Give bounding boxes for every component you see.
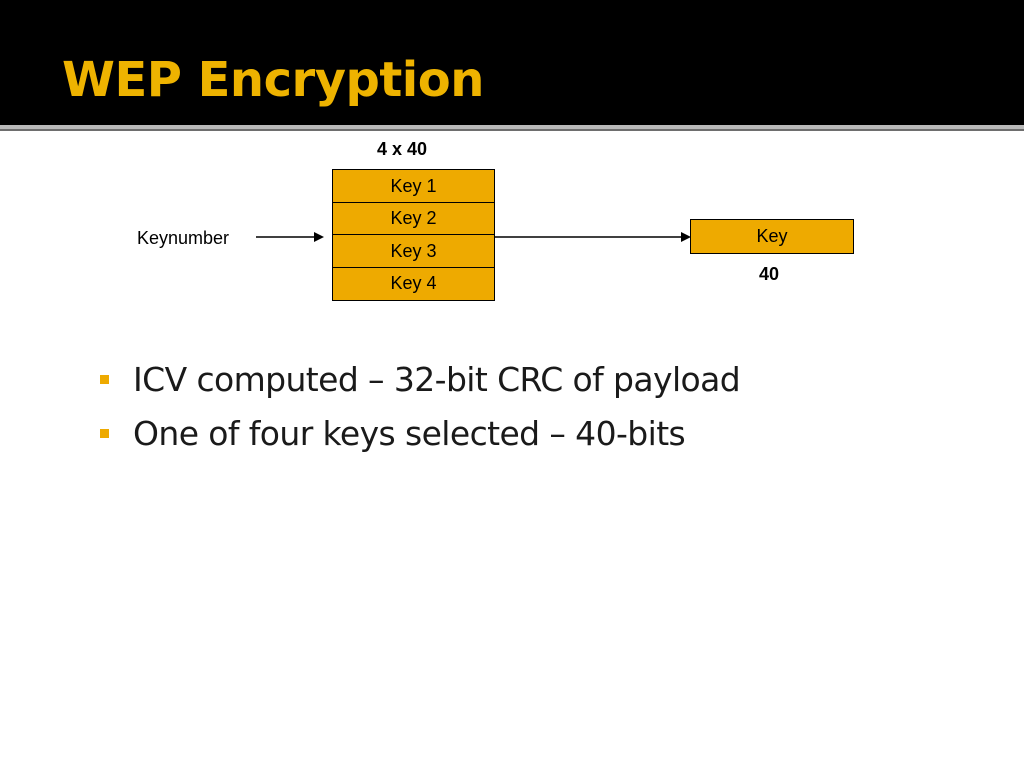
square-bullet-icon [100, 428, 109, 438]
title-rule [0, 125, 1024, 129]
key-stack-size-label: 4 x 40 [377, 139, 428, 159]
key-cell-1: Key 1 [332, 169, 495, 203]
square-bullet-icon [100, 374, 109, 384]
output-key-size-label: 40 [759, 264, 780, 284]
list-item: ICV computed – 32-bit CRC of payload [100, 352, 741, 406]
output-key-box: Key [690, 219, 854, 254]
bullet-list: ICV computed – 32-bit CRC of payload One… [100, 352, 741, 460]
title-bar: WEP Encryption [0, 0, 1024, 125]
slide-title: WEP Encryption [62, 52, 484, 108]
title-rule-shadow [0, 129, 1024, 131]
selected-key-arrow [495, 232, 691, 242]
bullet-text: One of four keys selected – 40-bits [133, 413, 686, 453]
bullet-text: ICV computed – 32-bit CRC of payload [133, 359, 741, 399]
key-cell-3: Key 3 [332, 234, 495, 268]
key-cell-4: Key 4 [332, 266, 495, 301]
keynumber-arrow [256, 232, 324, 242]
key-stack: Key 1 Key 2 Key 3 Key 4 [332, 169, 495, 301]
keynumber-label: Keynumber [137, 228, 230, 248]
list-item: One of four keys selected – 40-bits [100, 406, 740, 460]
